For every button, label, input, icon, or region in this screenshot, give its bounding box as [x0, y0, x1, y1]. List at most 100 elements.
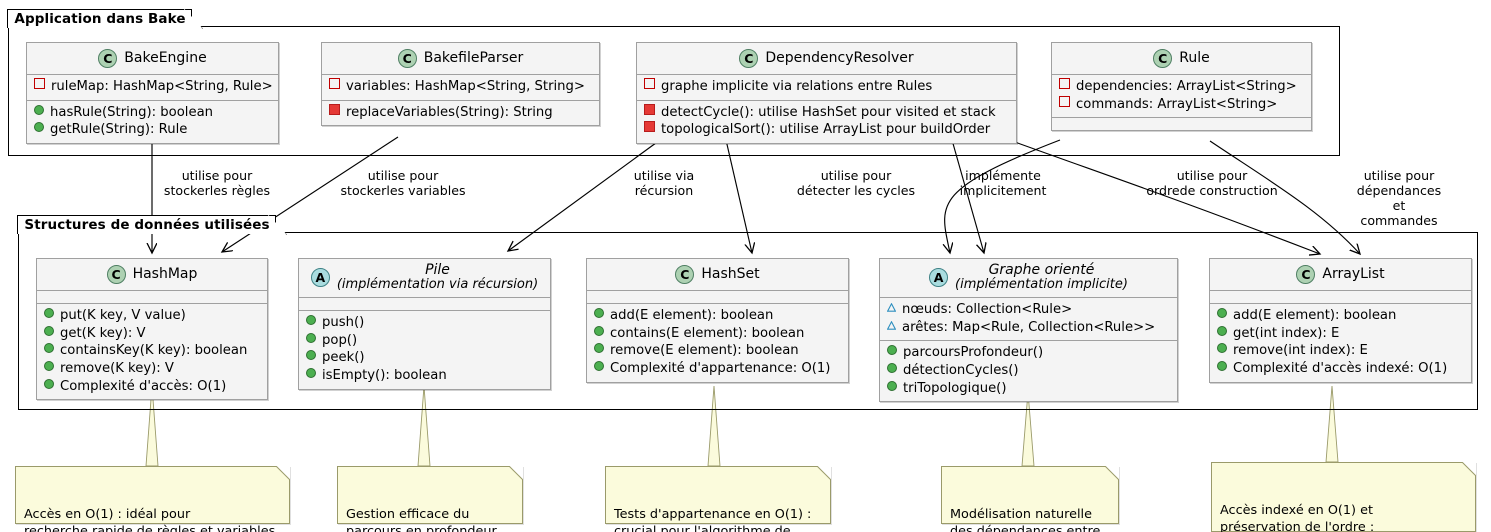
private-field-icon	[329, 78, 340, 89]
note-graphe: Modélisation naturelle des dépendances e…	[941, 466, 1119, 532]
private-field-icon	[34, 78, 45, 89]
method-row: détectionCycles()	[887, 362, 1170, 380]
method-row: Complexité d'appartenance: O(1)	[594, 360, 841, 378]
method-row: containsKey(K key): boolean	[44, 342, 260, 360]
class-subtitle-pile: (implémentation via récursion)	[336, 277, 539, 293]
note-text: Accès en O(1) : idéal pour recherche rap…	[24, 507, 276, 532]
method-text: pop()	[322, 332, 358, 348]
public-method-icon	[594, 361, 604, 372]
class-methods-hashmap: put(K key, V value) get(K key): V contai…	[37, 304, 267, 399]
class-rule[interactable]: C Rule dependencies: ArrayList<String> c…	[1051, 42, 1312, 132]
method-text: get(int index): E	[1233, 325, 1340, 341]
method-text: getRule(String): Rule	[50, 122, 188, 138]
abstract-stereotype-icon: A	[310, 268, 330, 288]
method-row: hasRule(String): boolean	[34, 104, 271, 122]
note-text: Modélisation naturelle des dépendances e…	[950, 507, 1101, 532]
public-method-icon	[1217, 343, 1227, 354]
attribute-row: commands: ArrayList<String>	[1059, 95, 1304, 114]
class-header-hashmap: C HashMap	[37, 259, 267, 291]
class-header-pile: A Pile (implémentation via récursion)	[299, 259, 550, 299]
class-stereotype-icon: C	[739, 48, 759, 68]
method-text: containsKey(K key): boolean	[60, 343, 248, 359]
class-attributes-bakeengine: ruleMap: HashMap<String, Rule>	[27, 75, 278, 101]
protected-field-icon	[887, 303, 896, 312]
class-graphe-oriente[interactable]: A Graphe orienté (implémentation implici…	[879, 258, 1178, 403]
method-row: pop()	[306, 332, 543, 350]
public-method-icon	[306, 368, 316, 379]
package-title-application: Application dans Bake	[14, 11, 186, 27]
attribute-text: commands: ArrayList<String>	[1076, 96, 1278, 112]
method-text: Complexité d'accès: O(1)	[60, 378, 227, 394]
note-hashset: Tests d'appartenance en O(1) : crucial p…	[605, 466, 831, 532]
edge-label-recursion: utilise via récursion	[633, 168, 695, 199]
class-title-block-pile: Pile (implémentation via récursion)	[337, 262, 538, 293]
public-method-icon	[1217, 308, 1227, 318]
class-header-dependencyresolver: C DependencyResolver	[637, 43, 1016, 75]
class-bakefileparser[interactable]: C BakefileParser variables: HashMap<Stri…	[321, 42, 600, 127]
package-tab-application: Application dans Bake	[7, 9, 192, 28]
class-hashset[interactable]: C HashSet add(E element): boolean contai…	[586, 258, 849, 383]
method-row: parcoursProfondeur()	[887, 344, 1170, 362]
class-hashmap[interactable]: C HashMap put(K key, V value) get(K key)…	[36, 258, 268, 401]
class-stereotype-icon: C	[397, 48, 417, 68]
method-text: remove(K key): V	[60, 361, 174, 377]
attribute-text: nœuds: Collection<Rule>	[902, 302, 1073, 318]
private-field-icon	[1059, 95, 1070, 107]
attribute-text: ruleMap: HashMap<String, Rule>	[51, 79, 273, 94]
class-attributes-rule: dependencies: ArrayList<String> commands…	[1052, 75, 1311, 119]
private-method-icon	[644, 103, 655, 115]
class-dependencyresolver[interactable]: C DependencyResolver graphe implicite vi…	[636, 42, 1017, 145]
note-pile: Gestion efficace du parcours en profonde…	[337, 466, 523, 532]
method-row: isEmpty(): boolean	[306, 367, 543, 385]
class-attributes-arraylist	[1210, 291, 1471, 304]
edge-label-stocker-regles: utilise pour stockerles règles	[163, 168, 271, 199]
method-text: put(K key, V value)	[60, 308, 186, 323]
private-method-icon	[644, 121, 655, 133]
public-method-icon	[1217, 325, 1227, 336]
method-text: add(E element): boolean	[610, 308, 774, 323]
class-bakeengine[interactable]: C BakeEngine ruleMap: HashMap<String, Ru…	[26, 42, 279, 145]
note-arraylist: Accès indexé en O(1) et préservation de …	[1211, 462, 1476, 532]
class-methods-bakefileparser: replaceVariables(String): String	[322, 101, 599, 126]
method-row: put(K key, V value)	[44, 307, 260, 325]
attribute-text: arêtes: Map<Rule, Collection<Rule>>	[902, 319, 1156, 335]
class-name-bakefileparser: BakefileParser	[423, 50, 524, 66]
class-name-hashmap: HashMap	[132, 266, 198, 282]
class-methods-pile: push() pop() peek() isEmpty(): boolean	[299, 311, 550, 389]
method-row: remove(K key): V	[44, 360, 260, 378]
class-header-bakefileparser: C BakefileParser	[322, 43, 599, 75]
method-row: get(K key): V	[44, 325, 260, 343]
attribute-text: graphe implicite via relations entre Rul…	[661, 79, 933, 94]
note-text: Accès indexé en O(1) et préservation de …	[1220, 503, 1375, 532]
class-methods-rule	[1052, 118, 1311, 130]
class-pile[interactable]: A Pile (implémentation via récursion) pu…	[298, 258, 551, 390]
method-row: push()	[306, 314, 543, 332]
package-structures-de-donnees: Structures de données utilisées	[17, 215, 1478, 410]
class-attributes-hashset	[587, 291, 848, 304]
method-row: getRule(String): Rule	[34, 121, 271, 139]
method-row: replaceVariables(String): String	[329, 103, 592, 122]
method-row: topologicalSort(): utilise ArrayList pou…	[644, 121, 1009, 139]
attribute-row: arêtes: Map<Rule, Collection<Rule>>	[887, 319, 1170, 337]
package-tab-structures: Structures de données utilisées	[17, 215, 276, 234]
public-method-icon	[306, 332, 316, 343]
public-method-icon	[34, 122, 44, 133]
class-attributes-bakefileparser: variables: HashMap<String, String>	[322, 75, 599, 101]
class-name-arraylist: ArrayList	[1322, 266, 1385, 282]
class-name-bakeengine: BakeEngine	[124, 50, 207, 66]
attribute-row: variables: HashMap<String, String>	[329, 78, 592, 96]
class-methods-hashset: add(E element): boolean contains(E eleme…	[587, 304, 848, 382]
method-row: contains(E element): boolean	[594, 325, 841, 343]
class-arraylist[interactable]: C ArrayList add(E element): boolean get(…	[1209, 258, 1472, 383]
class-methods-dependencyresolver: detectCycle(): utilise HashSet pour visi…	[637, 101, 1016, 143]
public-method-icon	[594, 343, 604, 354]
public-method-icon	[34, 104, 44, 115]
private-field-icon	[644, 78, 655, 89]
note-text: Tests d'appartenance en O(1) : crucial p…	[614, 507, 812, 532]
public-method-icon	[306, 315, 316, 326]
public-method-icon	[44, 343, 54, 354]
public-method-icon	[594, 308, 604, 318]
class-title-block-graphe: Graphe orienté (implémentation implicite…	[955, 262, 1128, 293]
attribute-text: variables: HashMap<String, String>	[346, 79, 585, 94]
method-text: replaceVariables(String): String	[346, 104, 553, 120]
